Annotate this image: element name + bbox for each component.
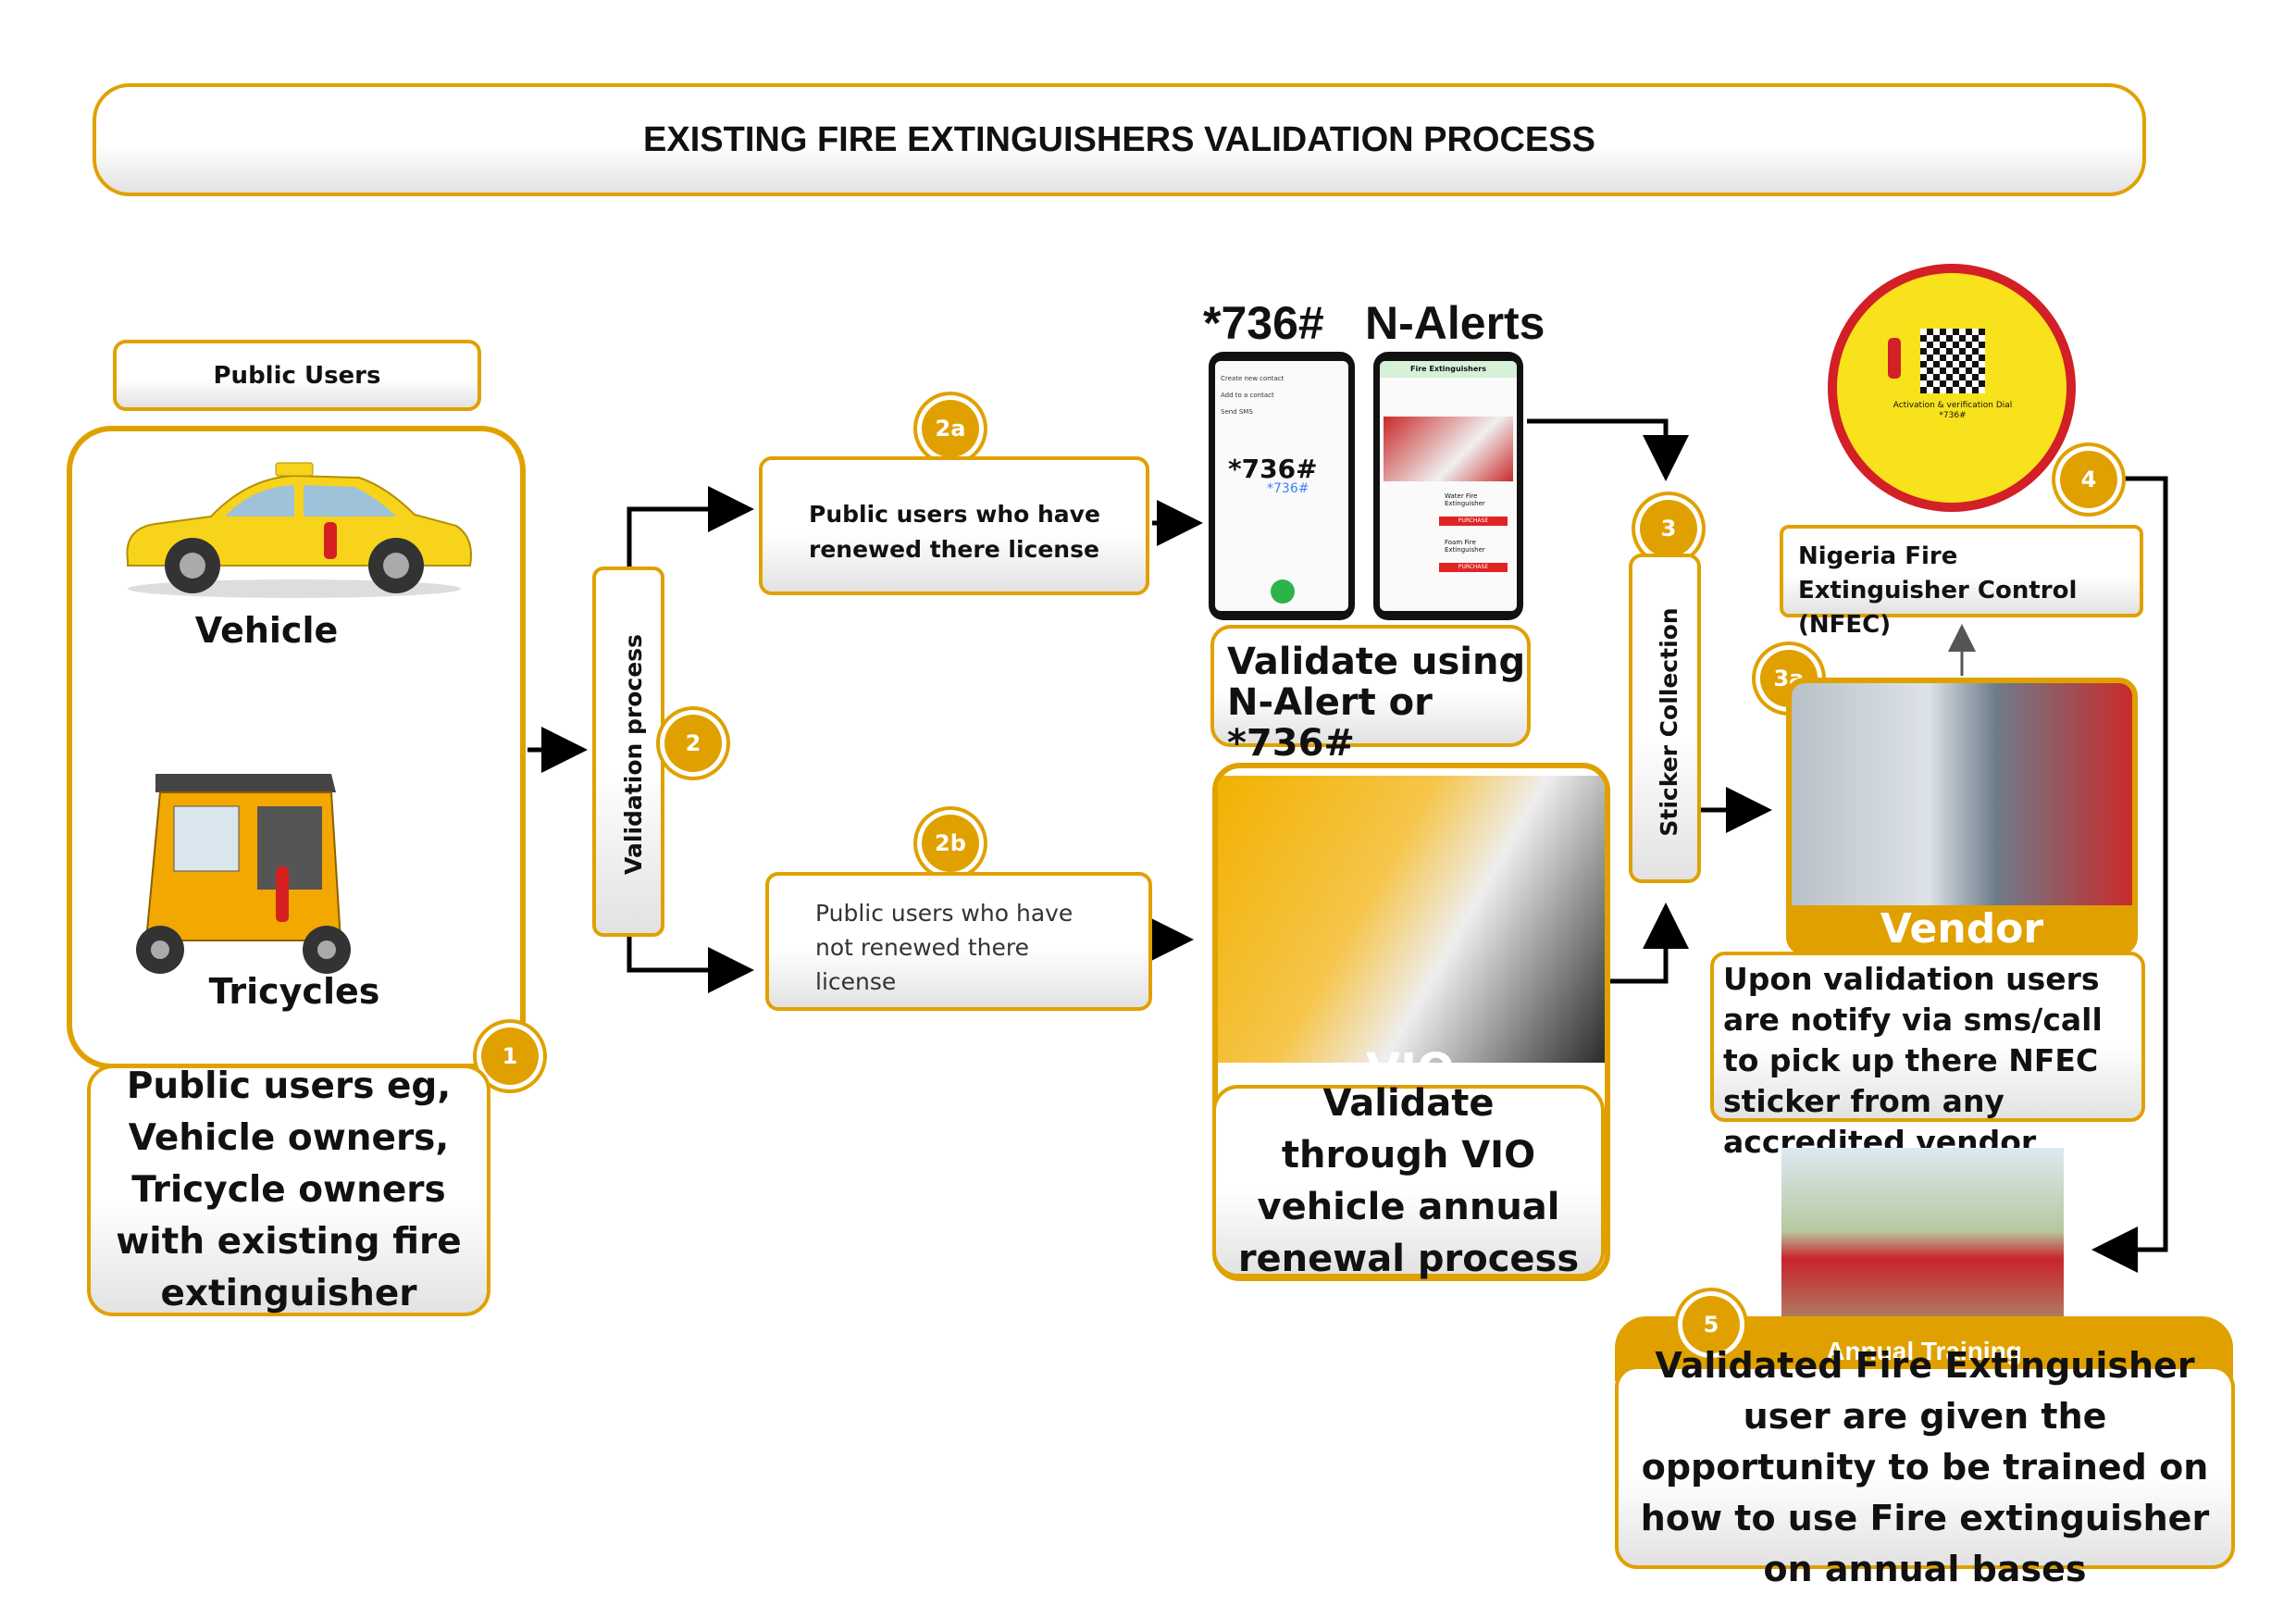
step-4-badge: 4 [2060, 451, 2117, 508]
nfec-seal-logo: Activation & verification Dial *736# [1828, 264, 2076, 512]
sticker-collection-box: Sticker Collection [1629, 554, 1701, 883]
page-title: EXISTING FIRE EXTINGUISHERS VALIDATION P… [643, 119, 1595, 159]
vendor-panel: Vendor [1786, 678, 2138, 955]
public-users-description-box: Public users eg, Vehicle owners, Tricycl… [87, 1065, 490, 1316]
arrow-phones-to-sticker [1527, 418, 1689, 481]
step-5-badge: 5 [1682, 1296, 1740, 1353]
training-title: Annual Training [1826, 1337, 2022, 1365]
ussd-screen-sub: *736# [1267, 481, 1309, 496]
step-3-badge: 3 [1640, 500, 1697, 557]
arrow-vio-to-sticker [1608, 903, 1689, 984]
nalerts-phone: Fire Extinguishers Water Fire Extinguish… [1373, 352, 1523, 620]
tricycle-image [118, 765, 368, 987]
step-1-badge: 1 [481, 1027, 539, 1085]
ussd-heading: *736# [1203, 297, 1324, 349]
digital-caption: Validate using N-Alert or *736# [1227, 641, 1526, 765]
validation-process-box: Validation process [592, 567, 664, 937]
branch-2a-text: Public users who have renewed there lice… [809, 501, 1100, 563]
vendor-description: Upon validation users are notify via sms… [1723, 961, 2103, 1160]
vio-caption: Validate through VIO vehicle annual rene… [1237, 1082, 1580, 1280]
nfec-seal-sub: Activation & verification Dial *736# [1893, 401, 2013, 420]
ussd-menu-item: Send SMS [1221, 408, 1253, 416]
step-2a-badge: 2a [922, 400, 979, 457]
public-users-description: Public users eg, Vehicle owners, Tricycl… [116, 1065, 462, 1314]
ussd-phone-screen: Create new contact Add to a contact Send… [1215, 361, 1348, 611]
step-2b-badge: 2b [922, 815, 979, 872]
vehicle-label: Vehicle [194, 610, 339, 651]
nfec-label: Nigeria Fire Extinguisher Control (NFEC) [1798, 542, 2078, 639]
vendor-photo [1792, 683, 2132, 905]
dialpad [1228, 504, 1337, 569]
app-header: Fire Extinguishers [1380, 361, 1517, 378]
extinguisher-icon [1888, 338, 1901, 379]
vio-photo-overlay: VIO [1366, 1044, 1455, 1063]
training-description: Validated Fire Extinguisher user are giv… [1640, 1344, 2210, 1589]
nalerts-phone-screen: Fire Extinguishers Water Fire Extinguish… [1380, 361, 1517, 611]
validation-process-label: Validation process [619, 634, 647, 875]
step-2-badge: 2 [664, 715, 722, 772]
title-banner: EXISTING FIRE EXTINGUISHERS VALIDATION P… [93, 83, 2146, 196]
ussd-menu-item: Add to a contact [1221, 392, 1274, 399]
ussd-screen-code: *736# [1228, 454, 1318, 484]
taxi-image [109, 450, 479, 607]
extinguishers-photo [1384, 417, 1513, 481]
branch-2b-text: Public users who have not renewed there … [815, 900, 1074, 995]
purchase-button[interactable]: PURCHASE [1439, 517, 1508, 526]
public-users-panel: Vehicle Tricycles [67, 426, 526, 1069]
vio-caption-box: Validate through VIO vehicle annual rene… [1212, 1082, 1605, 1280]
arrow-nfec-to-training [2091, 476, 2168, 1273]
digital-caption-box: Validate using N-Alert or *736# [1210, 625, 1531, 764]
branch-2b-box: Public users who have not renewed there … [765, 872, 1152, 1011]
vendor-description-box: Upon validation users are notify via sms… [1710, 952, 2145, 1160]
branch-2a-box: Public users who have renewed there lice… [759, 456, 1149, 595]
arrow-validation-to-2b [627, 935, 754, 993]
sticker-collection-label: Sticker Collection [1655, 607, 1682, 837]
vendor-title: Vendor [1880, 904, 2044, 953]
training-photo [1781, 1148, 2064, 1333]
nfec-label-box: Nigeria Fire Extinguisher Control (NFEC) [1780, 525, 2143, 639]
ussd-menu-item: Create new contact [1221, 375, 1285, 382]
public-users-label-box: Public Users [113, 340, 481, 411]
purchase-button[interactable]: PURCHASE [1439, 563, 1508, 572]
ussd-phone: Create new contact Add to a contact Send… [1209, 352, 1355, 620]
call-button-icon [1271, 579, 1295, 604]
tricycles-label: Tricycles [208, 971, 380, 1012]
arrow-validation-to-2a [627, 486, 754, 569]
public-users-label: Public Users [213, 361, 381, 390]
app-item: Foam Fire Extinguisher [1445, 539, 1485, 554]
vio-officer-photo: VIO [1218, 776, 1605, 1063]
app-item: Water Fire Extinguisher [1445, 492, 1485, 507]
training-description-box: Validated Fire Extinguisher user are giv… [1615, 1345, 2235, 1589]
qr-code-icon [1920, 329, 1985, 393]
nalerts-heading: N-Alerts [1365, 297, 1545, 349]
